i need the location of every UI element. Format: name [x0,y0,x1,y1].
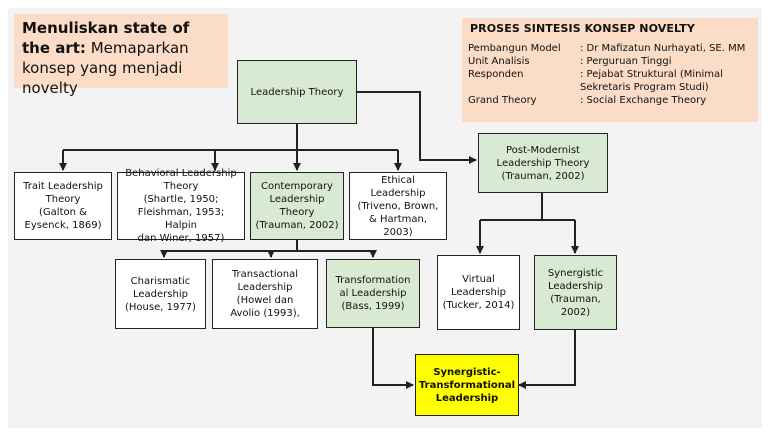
info-row: Responden : Pejabat Struktural (Minimal … [468,68,752,94]
info-title: PROSES SINTESIS KONSEP NOVELTY [470,22,695,35]
info-row: Pembangun Model : Dr Mafizatun Nurhayati… [468,42,752,55]
info-panel: PROSES SINTESIS KONSEP NOVELTY Pembangun… [462,18,758,122]
node-post-modernist-leadership-theory: Post-Modernist Leadership Theory (Trauma… [478,133,608,193]
info-label: Unit Analisis [468,56,530,67]
title-bold: Menuliskan state of the art: [22,19,190,57]
arrow-to-post-modernist [357,91,477,164]
title-rest: Memaparkan konsep yang menjadi novelty [22,39,189,97]
arrow-synergistic-to-synergistic-transformational [518,330,576,389]
slide-title: Menuliskan state of the art: Memaparkan … [14,14,228,97]
node-contemporary-leadership-theory: Contemporary Leadership Theory (Trauman,… [250,172,344,240]
node-transactional-leadership: Transactional Leadership (Howel dan Avol… [212,259,318,329]
info-label: Grand Theory [468,95,537,106]
node-charismatic-leadership: Charismatic Leadership (House, 1977) [115,259,206,329]
node-virtual-leadership: Virtual Leadership (Tucker, 2014) [437,255,520,330]
node-trait-leadership-theory: Trait Leadership Theory (Galton & Eysenc… [14,172,112,240]
node-behavioral-leadership-theory: Behavioral Leadership Theory (Shartle, 1… [117,168,245,244]
info-row: Unit Analisis : Perguruan Tinggi [468,55,752,68]
info-label: Responden [468,69,524,80]
node-synergistic-transformational-leadership: Synergistic- Transformational Leadership [415,354,519,416]
node-synergistic-leadership: Synergistic Leadership (Trauman, 2002) [534,255,617,330]
info-value: : Pejabat Struktural (Minimal Sekretaris… [580,69,723,93]
info-value: : Social Exchange Theory [580,95,707,106]
info-value: : Dr Mafizatun Nurhayati, SE. MM [580,43,746,54]
node-ethical-leadership: Ethical Leadership (Triveno, Brown, & Ha… [349,172,447,240]
info-label: Pembangun Model [468,43,561,54]
node-transformational-leadership: Transformation al Leadership (Bass, 1999… [326,259,420,328]
node-leadership-theory: Leadership Theory [237,60,357,124]
arrow-transformational-to-synergistic-transformational [372,328,414,389]
info-row: Grand Theory : Social Exchange Theory [468,94,752,107]
info-value: : Perguruan Tinggi [580,56,672,67]
